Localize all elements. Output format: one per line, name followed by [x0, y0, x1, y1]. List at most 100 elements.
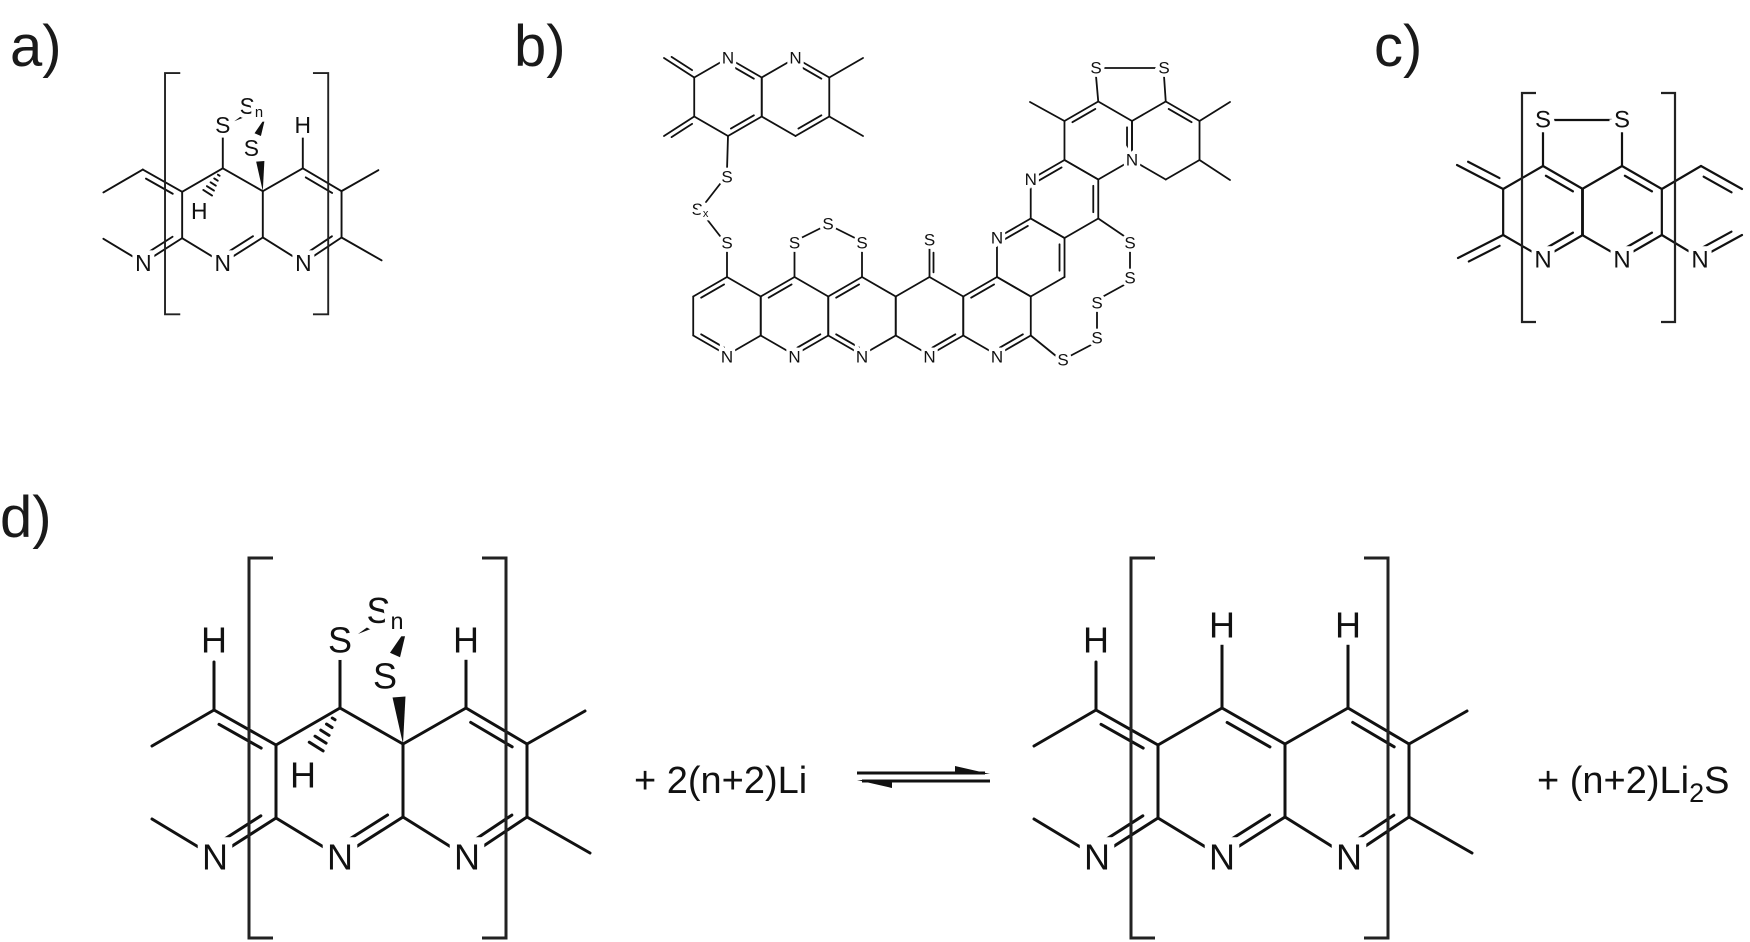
bond: [1164, 159, 1201, 181]
bond: [692, 334, 728, 356]
hashed-bond-line: [216, 173, 221, 177]
sulfur-label: S: [1090, 59, 1101, 78]
nitrogen-label: N: [1691, 247, 1708, 274]
nitrogen-label: N: [991, 229, 1003, 248]
bond: [759, 276, 796, 298]
sulfur-label: S: [215, 112, 230, 138]
bond: [1283, 706, 1350, 746]
bond: [793, 276, 830, 298]
bond: [828, 115, 864, 137]
hydrogen-label: H: [290, 755, 316, 796]
bond: [464, 706, 529, 746]
bond: [693, 57, 729, 79]
bond: [1620, 233, 1663, 260]
repeat-unit-bracket-right: [1661, 91, 1677, 324]
bond: [301, 167, 343, 193]
product-prefix: + (n+2)Li: [1537, 760, 1689, 802]
double-bond-line: [145, 177, 174, 195]
bond: [302, 236, 343, 264]
bond-layer: [150, 608, 592, 859]
bond: [212, 708, 278, 747]
bond: [1097, 100, 1133, 122]
hashed-bond-line: [307, 740, 325, 753]
double-bond-line: [1167, 108, 1193, 124]
hashed-bond-line: [319, 728, 331, 737]
bond: [102, 168, 144, 194]
wedge-bond: [234, 104, 261, 122]
bond: [1063, 159, 1100, 181]
sulfur-label: S: [244, 135, 259, 161]
bond: [1660, 164, 1703, 191]
nitrogen-label: N: [1336, 837, 1362, 878]
double-bond-line: [835, 333, 860, 349]
bond: [962, 276, 998, 298]
nitrogen-label: N: [1025, 170, 1037, 189]
nitrogen-label: N: [327, 837, 353, 878]
bond: [996, 276, 1032, 298]
bond: [1541, 164, 1584, 191]
bond: [726, 334, 762, 356]
bond: [1156, 816, 1224, 859]
bond: [338, 706, 405, 746]
bond: [996, 334, 1032, 356]
hashed-bond-line: [330, 716, 337, 722]
sulfur-label: S: [328, 620, 352, 661]
bond: [663, 115, 696, 137]
bond: [401, 815, 469, 859]
nitrogen-label: N: [721, 348, 733, 367]
bond: [1032, 708, 1098, 748]
bond: [221, 167, 264, 193]
bond: [525, 815, 592, 855]
repeat-unit-bracket-right: [1364, 556, 1390, 940]
bond: [793, 334, 830, 356]
double-bond-line: [1099, 722, 1145, 750]
double-bond-line: [1544, 231, 1575, 250]
nitrogen-label: N: [215, 250, 232, 276]
bond: [1131, 100, 1167, 122]
sulfur-label: S: [856, 234, 867, 253]
double-bond-line: [796, 333, 822, 349]
bond: [861, 276, 897, 298]
hashed-bond-line: [209, 181, 217, 187]
bond: [1163, 75, 1167, 103]
bond: [726, 135, 729, 171]
nitrogen-label: N: [1534, 247, 1551, 274]
bond: [1095, 75, 1100, 103]
nitrogen-label: N: [135, 250, 152, 276]
bond: [1029, 217, 1066, 239]
repeat-unit-bracket-right: [312, 72, 330, 316]
repeat-unit-bracket-left: [247, 556, 273, 940]
nitrogen-label: N: [1613, 247, 1630, 274]
bond: [828, 57, 864, 79]
double-bond-line: [217, 814, 263, 844]
double-bond-line: [700, 283, 725, 299]
bond: [962, 334, 998, 356]
hashed-bond-line: [205, 185, 215, 192]
wedge-bond: [358, 608, 399, 634]
bond: [1063, 100, 1100, 122]
double-bond-line: [730, 114, 755, 130]
polysulfide-sx-label-subscript: x: [703, 208, 709, 220]
hydrogen-label: H: [1209, 605, 1235, 646]
sulfur-label: S: [1091, 329, 1102, 348]
hydrogen-label: H: [1335, 605, 1361, 646]
bond: [274, 706, 342, 747]
bond: [141, 168, 184, 193]
bond: [727, 115, 763, 137]
bond: [1407, 709, 1469, 746]
bond: [1620, 164, 1663, 191]
bond: [1407, 815, 1474, 855]
bond: [861, 334, 897, 356]
bond: [1032, 817, 1099, 859]
bond: [1164, 100, 1201, 122]
hydrogen-label: H: [1083, 620, 1109, 661]
polysulfide-sn-label-subscript: n: [391, 608, 404, 634]
bond: [1581, 233, 1624, 260]
sulfur-label: S: [924, 231, 935, 250]
double-bond-line: [999, 333, 1024, 349]
bond: [1347, 815, 1411, 859]
